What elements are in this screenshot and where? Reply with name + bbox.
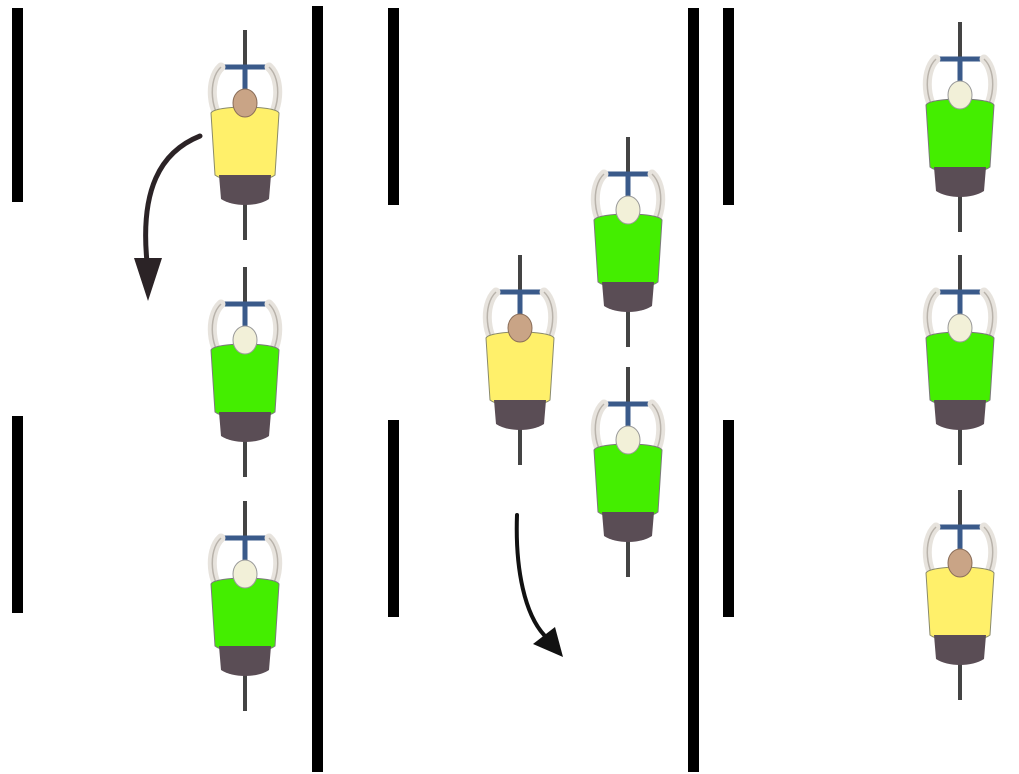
lead-rider-yellow xyxy=(486,255,554,465)
follower-rider-green xyxy=(211,267,279,477)
follower-rider-green xyxy=(926,22,994,232)
follower-rider-green xyxy=(594,367,662,577)
lane-dash xyxy=(12,8,23,202)
lane-dash xyxy=(12,416,23,613)
lane-dash xyxy=(723,420,734,617)
curved-arrow-icon xyxy=(514,513,563,657)
follower-rider-green xyxy=(594,137,662,347)
follower-rider-green xyxy=(926,255,994,465)
panel-step-2 xyxy=(388,8,699,772)
lane-dash xyxy=(388,420,399,617)
follower-rider-green xyxy=(211,501,279,711)
curved-arrow-icon xyxy=(134,133,203,301)
lead-rider-yellow xyxy=(926,490,994,700)
lane-dash xyxy=(388,8,399,205)
lead-rider-yellow xyxy=(211,30,279,240)
panel-step-3 xyxy=(723,8,994,700)
road-edge-line xyxy=(312,6,323,772)
lane-dash xyxy=(723,8,734,205)
panel-step-1 xyxy=(12,6,323,772)
road-edge-line xyxy=(688,8,699,772)
